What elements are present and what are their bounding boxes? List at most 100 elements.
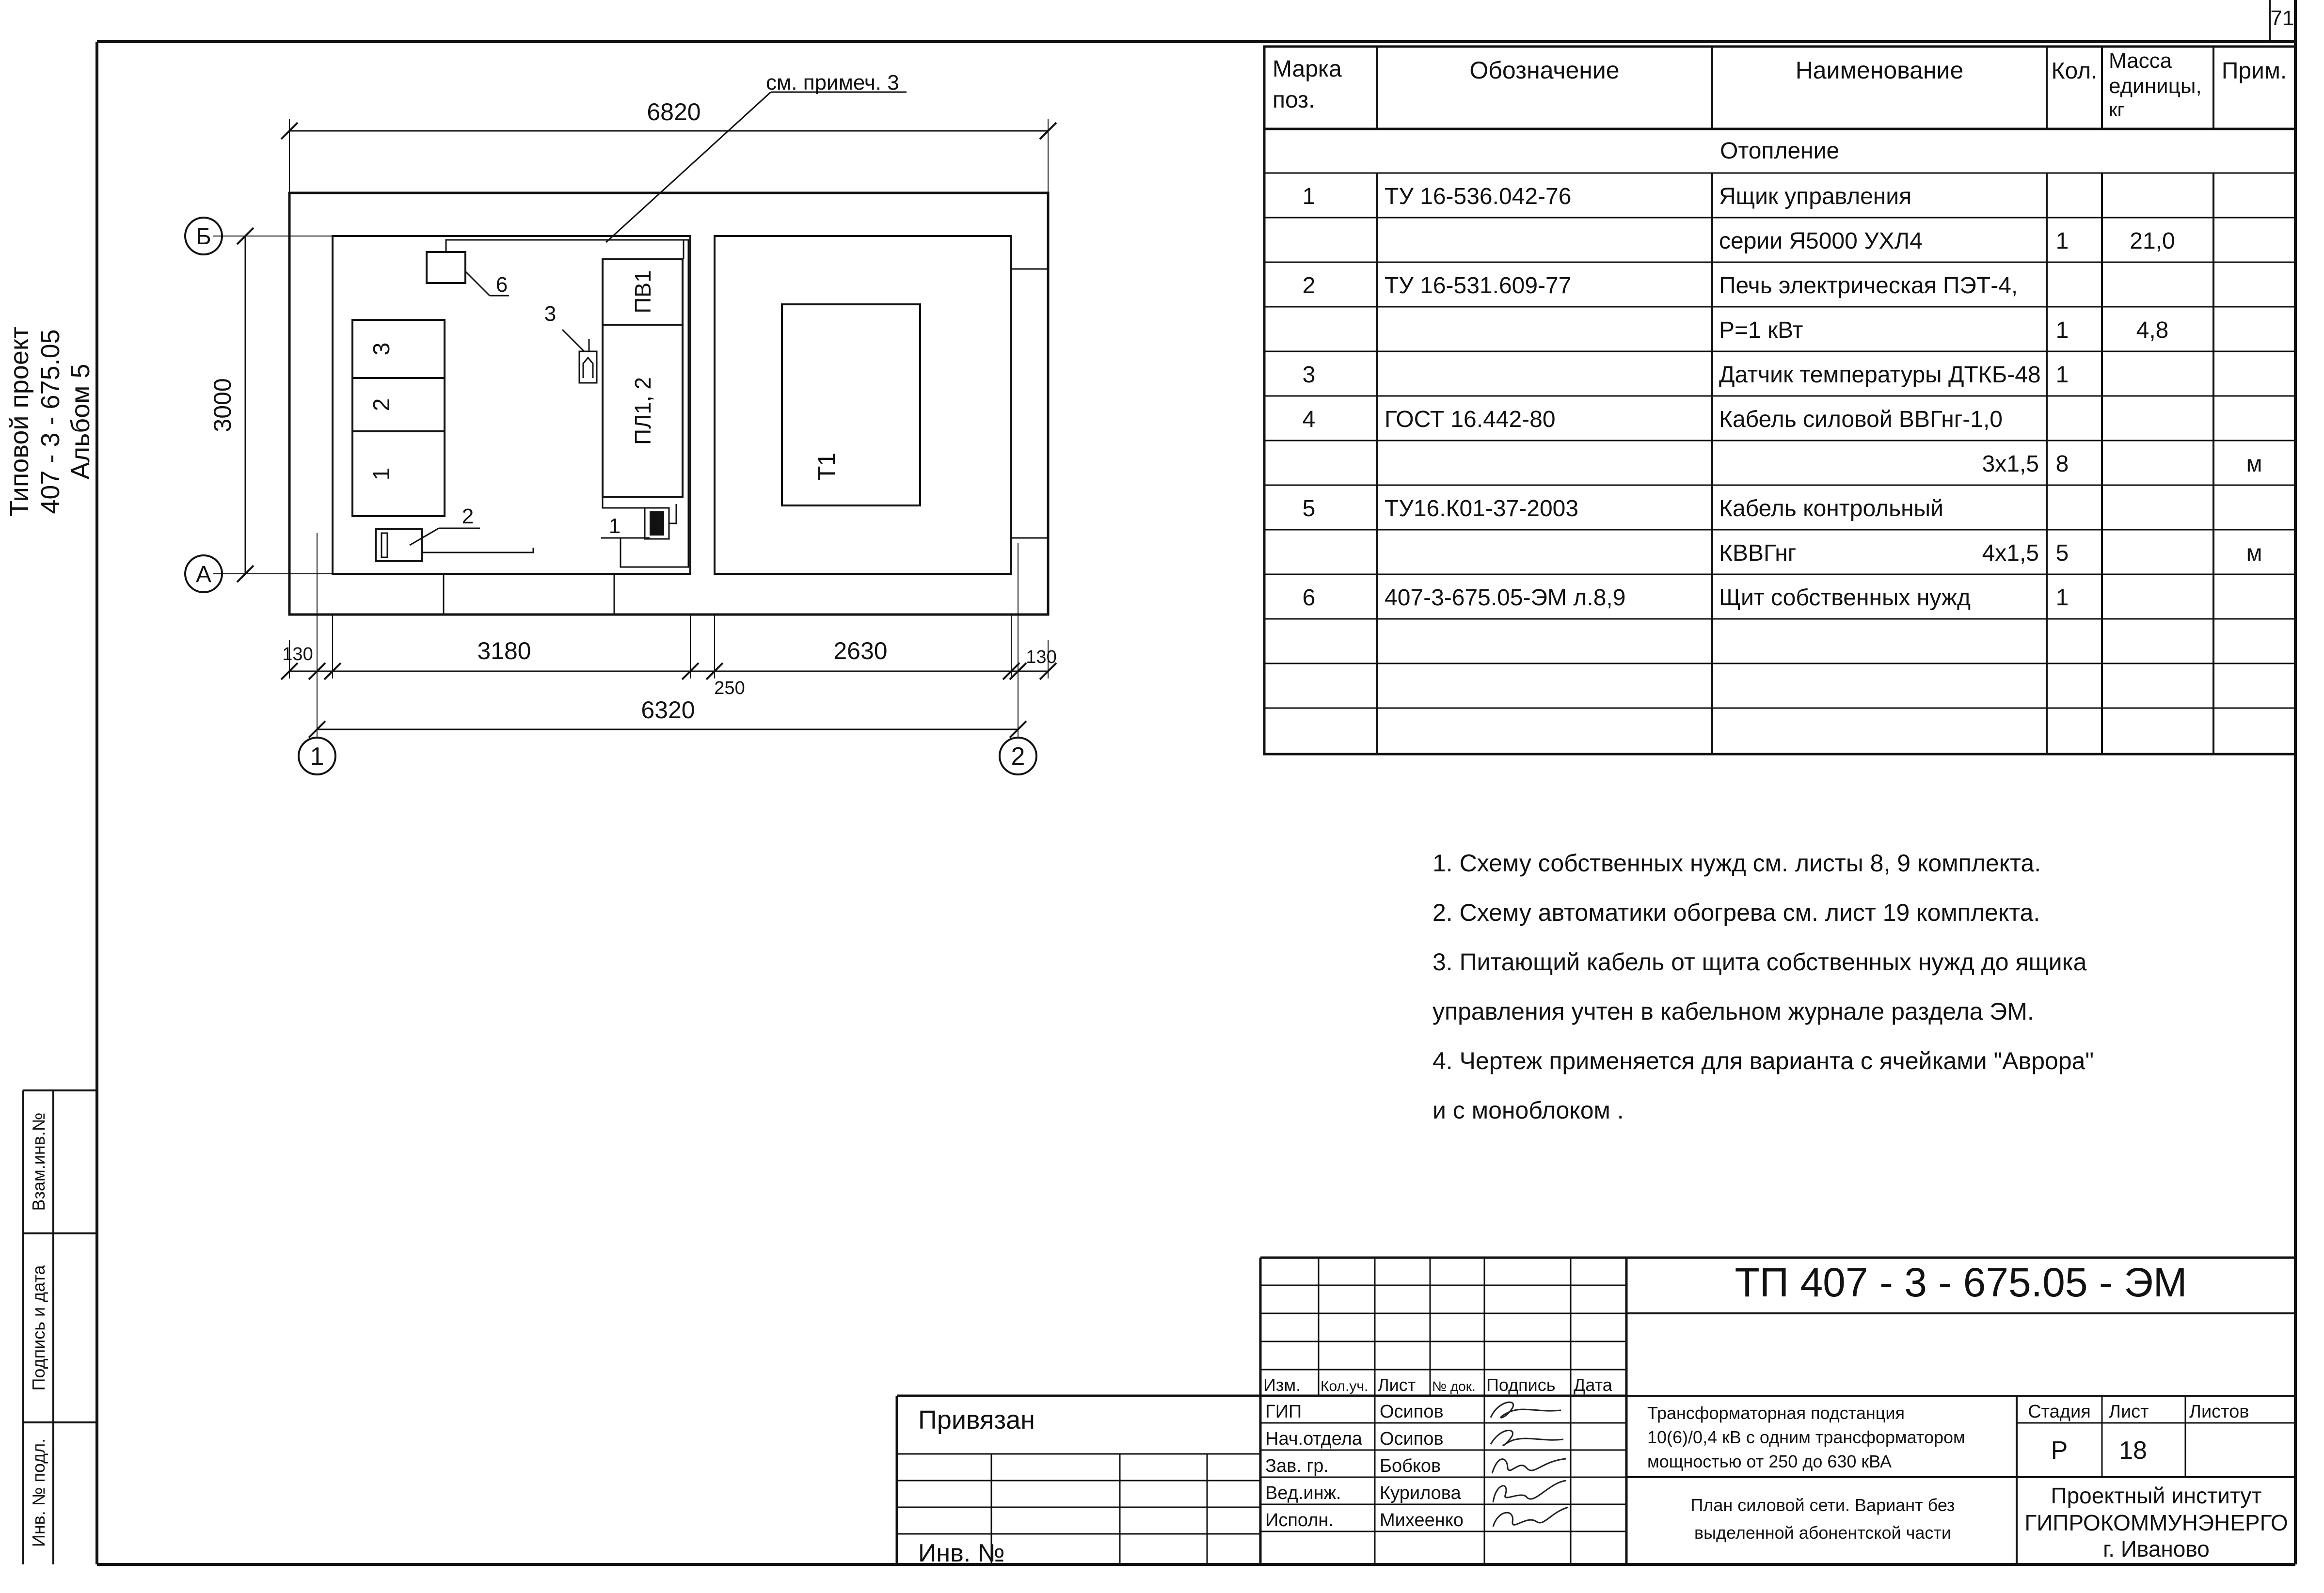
role-nach-otdela: Нач.отдела — [1265, 1429, 1363, 1449]
spec-header-qty: Кол. — [2052, 58, 2098, 84]
plan-note-ref: см. примеч. 3 — [766, 71, 899, 95]
spec-row-qty: 1 — [2056, 317, 2069, 343]
note-line-2: 2. Схему автоматики обогрева см. лист 19… — [1433, 899, 2040, 926]
signature-ved-inzh — [1492, 1480, 1566, 1503]
floor-plan — [184, 91, 1057, 775]
side-title: Типовой проект 407 - 3 - 675.05 Альбом 5 — [5, 327, 95, 517]
spec-row-name: Печь электрическая ПЭТ-4, — [1719, 273, 2018, 299]
dim-left-room: 3180 — [477, 637, 531, 664]
spec-row-pos: 1 — [1303, 184, 1316, 209]
drawing-code: ТП 407 - 3 - 675.05 - ЭМ — [1735, 1260, 2187, 1305]
spec-row-mass: 4,8 — [2136, 317, 2169, 343]
spec-row-name-right: 4х1,5 — [1982, 540, 2039, 566]
signature-ispoln — [1492, 1506, 1569, 1527]
spec-row-name: Кабель контрольный — [1719, 496, 1943, 521]
spec-header-designation: Обозначение — [1469, 57, 1619, 84]
privyazan-label: Привязан — [918, 1405, 1035, 1435]
role-ved-inzh: Вед.инж. — [1265, 1483, 1341, 1503]
axis-a-label: А — [196, 562, 211, 587]
dim-overall-bottom: 6320 — [641, 696, 695, 724]
spec-header-pos-l2: поз. — [1273, 87, 1315, 113]
stamp-inv: Инв. № подл. — [29, 1438, 48, 1547]
col-koluch: Кол.уч. — [1321, 1378, 1368, 1394]
spec-table-header: Марка поз. Обозначение Наименование Кол.… — [1273, 49, 2287, 164]
spec-row-name: Датчик температуры ДТКБ-48 — [1719, 362, 2041, 388]
col-list: Лист — [1378, 1375, 1416, 1395]
side-title-line3: Альбом 5 — [66, 364, 95, 480]
axis-1-label: 1 — [310, 742, 324, 771]
spec-row-designation: ТУ 16-531.609-77 — [1385, 273, 1571, 299]
notes-block: 1. Схему собственных нужд см. листы 8, 9… — [1433, 850, 2094, 1124]
spec-row-note: м — [2246, 540, 2262, 566]
panel-pl12-label: ПЛ1, 2 — [630, 377, 655, 445]
stage-value: Р — [2051, 1436, 2068, 1465]
org-line-2: ГИПРОКОММУНЭНЕРГО — [2024, 1510, 2288, 1535]
spec-header-note: Прим. — [2222, 58, 2287, 84]
spec-row-note: м — [2246, 451, 2262, 477]
spec-row-name: Щит собственных нужд — [1719, 585, 1971, 611]
dim-right-room: 2630 — [833, 637, 887, 664]
spec-row-name: КВВГнг — [1719, 540, 1796, 566]
name-zav-gr: Бобков — [1380, 1456, 1441, 1476]
signature-zav-gr — [1491, 1458, 1566, 1474]
inv-label: Инв. № — [918, 1539, 1004, 1567]
signatures — [1490, 1401, 1569, 1527]
dim-overall-top: 6820 — [647, 98, 700, 126]
object-line-3: мощностью от 250 до 630 кВА — [1647, 1451, 1892, 1471]
name-ved-inzh: Курилова — [1380, 1483, 1462, 1503]
panel-pv1-label: ПВ1 — [630, 270, 655, 313]
note-line-4: управления учтен в кабельном журнале раз… — [1433, 998, 2034, 1025]
spec-header-mass-l3: кг — [2109, 99, 2124, 121]
stamp-vzam: Взам.инв.№ — [29, 1112, 48, 1211]
spec-header-pos-l1: Марка — [1273, 56, 1342, 82]
side-title-line2: 407 - 3 - 675.05 — [36, 329, 65, 514]
spec-row-name: серии Я5000 УХЛ4 — [1719, 228, 1923, 254]
spec-header-mass-l2: единицы, — [2109, 74, 2202, 98]
plan-labels: см. примеч. 3 6820 3000 Б А 3180 2630 13… — [196, 71, 1057, 771]
col-ndok: № док. — [1432, 1379, 1476, 1394]
object-line-1: Трансформаторная подстанция — [1647, 1403, 1905, 1423]
role-gip: ГИП — [1265, 1402, 1302, 1422]
spec-table-rows: 1 ТУ 16-536.042-76 Ящик управления серии Я5… — [1303, 184, 2262, 611]
signature-nach-otdela — [1490, 1430, 1564, 1447]
cell-3-label: 3 — [369, 343, 395, 356]
callout-2: 2 — [462, 505, 474, 528]
name-nach-otdela: Осипов — [1380, 1429, 1444, 1449]
spec-row-qty: 5 — [2056, 540, 2069, 566]
note-line-3: 3. Питающий кабель от щита собственных н… — [1433, 948, 2087, 976]
dim-wall-right: 130 — [1026, 647, 1056, 667]
spec-row-designation: ГОСТ 16.442-80 — [1385, 407, 1556, 432]
title-block-text: ТП 407 - 3 - 675.05 - ЭМ Изм. Кол.уч. Ли… — [918, 1260, 2288, 1567]
org-line-3: г. Иваново — [2103, 1536, 2210, 1561]
stamp-podpis: Подпись и дата — [29, 1265, 48, 1391]
callout-1: 1 — [609, 514, 621, 538]
spec-section-heating: Отопление — [1720, 138, 1839, 164]
sheet-label: Лист — [2109, 1402, 2149, 1422]
dim-gap: 250 — [714, 678, 745, 698]
axis-b-label: Б — [196, 224, 211, 250]
spec-row-pos: 2 — [1303, 273, 1316, 299]
spec-row-qty: 1 — [2056, 228, 2069, 254]
spec-row-name: Ящик управления — [1719, 184, 1911, 209]
name-ispoln: Михеенко — [1380, 1510, 1464, 1530]
spec-row-qty: 1 — [2056, 362, 2069, 388]
dim-height: 3000 — [209, 378, 236, 432]
col-data: Дата — [1574, 1375, 1613, 1395]
side-stamp — [22, 1089, 97, 1564]
note-line-5: 4. Чертеж применяется для варианта с яче… — [1433, 1047, 2094, 1074]
spec-row-designation: ТУ 16-536.042-76 — [1385, 184, 1571, 209]
cell-2-label: 2 — [369, 398, 395, 411]
object-line-2: 10(6)/0,4 кВ с одним трансформатором — [1647, 1427, 1965, 1447]
spec-row-mass: 21,0 — [2130, 228, 2175, 254]
spec-header-mass-l1: Масса — [2109, 49, 2172, 73]
note-line-6: и с моноблоком . — [1433, 1097, 1624, 1124]
name-gip: Осипов — [1380, 1402, 1444, 1422]
signature-gip — [1490, 1401, 1561, 1419]
spec-row-pos: 3 — [1303, 362, 1316, 388]
spec-row-name-right: 3х1,5 — [1982, 451, 2039, 477]
sheet-title-line-1: План силовой сети. Вариант без — [1690, 1495, 1955, 1515]
role-zav-gr: Зав. гр. — [1265, 1456, 1329, 1476]
spec-row-qty: 8 — [2056, 451, 2069, 477]
spec-row-designation: ТУ16.К01-37-2003 — [1385, 496, 1578, 521]
